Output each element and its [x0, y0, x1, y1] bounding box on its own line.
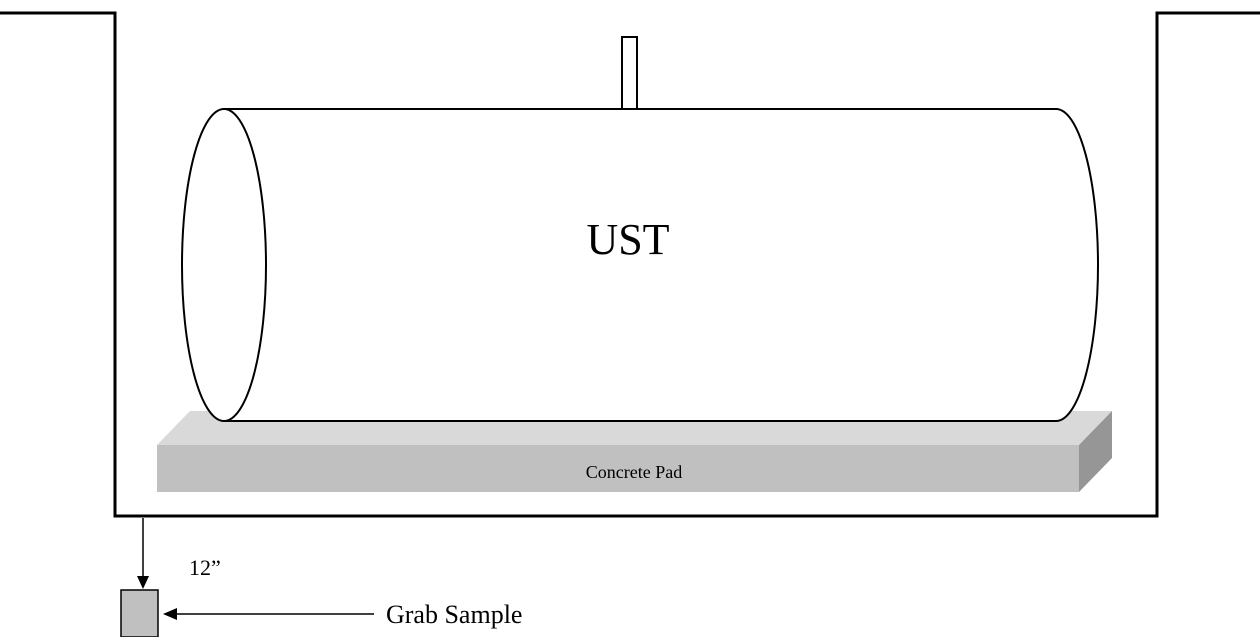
grab-sample-box — [120, 589, 159, 637]
grab-sample-label: Grab Sample — [386, 600, 522, 629]
depth-label: 12” — [189, 555, 221, 580]
concrete-pad: Concrete Pad — [157, 411, 1112, 492]
concrete-pad-side-face — [1079, 411, 1112, 492]
concrete-pad-label: Concrete Pad — [586, 462, 682, 482]
underground-storage-tank: UST — [181, 108, 1099, 422]
sample-pointer-arrow — [163, 608, 374, 620]
depth-arrowhead — [137, 576, 149, 589]
tank-body — [224, 108, 1099, 422]
excavation-pit-outline — [0, 11, 1260, 518]
tank-end-cap — [181, 108, 267, 422]
concrete-pad-front-face — [157, 445, 1079, 492]
tank-vent-pipe — [621, 36, 638, 110]
depth-arrow — [137, 518, 149, 589]
sample-pointer-arrowhead — [163, 608, 177, 620]
tank-label: UST — [586, 215, 669, 264]
